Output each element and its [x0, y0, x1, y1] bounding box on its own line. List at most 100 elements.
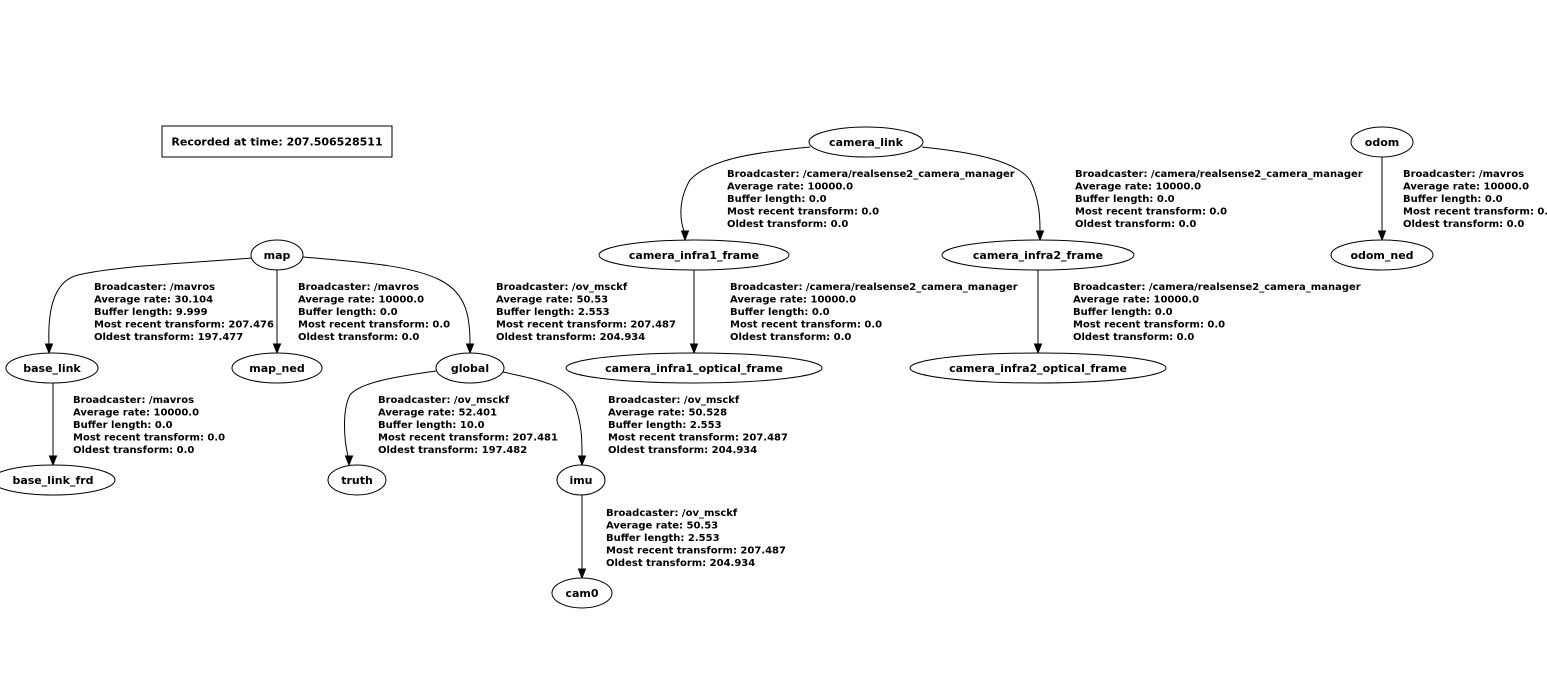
edge-line — [48, 257, 252, 345]
frame-node-label: map — [264, 249, 291, 262]
frame-node-map-ned[interactable]: map_ned — [231, 352, 323, 384]
frame-node-cam0[interactable]: cam0 — [551, 577, 613, 609]
arrowhead — [577, 455, 587, 467]
edge-label-line: Buffer length: 0.0 — [1073, 307, 1173, 318]
frame-node-label: camera_link — [829, 136, 904, 149]
edge-label-line: Buffer length: 2.553 — [496, 307, 610, 318]
nodes-layer: map base_link map_ned global base_link_frd tr… — [0, 126, 1434, 609]
frame-node-base-link-frd[interactable]: base_link_frd — [0, 464, 116, 496]
edge-label-line: Buffer length: 2.553 — [606, 533, 720, 544]
edge-label-line: Buffer length: 0.0 — [1075, 194, 1175, 205]
arrowhead — [680, 230, 690, 242]
frame-node-camera-infra2-optical-frame[interactable]: camera_infra2_optical_frame — [909, 352, 1167, 384]
edge-label-line: Broadcaster: /camera/realsense2_camera_m… — [730, 282, 1018, 293]
frame-node-label: camera_infra1_frame — [629, 249, 759, 262]
arrowhead — [48, 455, 58, 467]
edge-label-line: Broadcaster: /camera/realsense2_camera_m… — [727, 169, 1015, 180]
frame-node-label: cam0 — [565, 587, 598, 600]
edge-label-line: Most recent transform: 0.0 — [1403, 207, 1547, 218]
frame-node-ellipse — [250, 239, 304, 271]
frame-node-label: odom — [1365, 136, 1399, 149]
edge-label-line: Most recent transform: 207.476 — [94, 320, 274, 331]
edge-label-line: Buffer length: 0.0 — [73, 420, 173, 431]
edge-label-line: Average rate: 10000.0 — [1403, 182, 1529, 193]
recorded-time-box: Recorded at time: 207.506528511 — [161, 125, 393, 158]
frame-node-truth[interactable]: truth — [327, 464, 387, 496]
edge-label-line: Most recent transform: 0.0 — [727, 207, 879, 218]
edge-label-line: Oldest transform: 197.482 — [378, 445, 527, 456]
arrowhead — [1035, 230, 1045, 242]
tf-edge-camera-infra1-frame-to-camera-infra1-optical-frame: Broadcaster: /camera/realsense2_camera_m… — [689, 270, 1018, 355]
frame-node-label: imu — [569, 474, 592, 487]
arrowhead — [1033, 343, 1043, 355]
edge-label-line: Broadcaster: /camera/realsense2_camera_m… — [1073, 282, 1361, 293]
frame-node-ellipse — [808, 126, 924, 158]
edge-label-line: Most recent transform: 207.487 — [608, 433, 788, 444]
edge-label-line: Oldest transform: 197.477 — [94, 332, 243, 343]
edge-label-line: Broadcaster: /ov_msckf — [606, 508, 738, 519]
frame-node-camera-infra1-frame[interactable]: camera_infra1_frame — [598, 239, 790, 271]
arrowhead — [1377, 230, 1387, 242]
edge-label-line: Oldest transform: 204.934 — [606, 558, 755, 569]
edge-label-line: Oldest transform: 0.0 — [727, 219, 848, 230]
frame-node-label: odom_ned — [1350, 249, 1413, 262]
arrowhead — [577, 568, 587, 580]
edge-label-line: Buffer length: 0.0 — [727, 194, 827, 205]
frame-node-camera-infra1-optical-frame[interactable]: camera_infra1_optical_frame — [565, 352, 823, 384]
frame-node-label: base_link — [23, 362, 81, 375]
edge-label-line: Average rate: 10000.0 — [1075, 182, 1201, 193]
frame-node-map[interactable]: map — [250, 239, 304, 271]
edge-label: Broadcaster: /camera/realsense2_camera_m… — [730, 282, 1018, 343]
edge-label-line: Buffer length: 10.0 — [378, 420, 485, 431]
frame-node-camera-link[interactable]: camera_link — [808, 126, 924, 158]
frame-node-ellipse — [1350, 126, 1414, 158]
edge-label-line: Broadcaster: /mavros — [94, 282, 215, 293]
frame-node-base-link[interactable]: base_link — [5, 352, 99, 384]
edge-label-line: Oldest transform: 0.0 — [1073, 332, 1194, 343]
edge-label-line: Average rate: 50.53 — [496, 295, 608, 306]
frame-node-imu[interactable]: imu — [556, 464, 606, 496]
edge-label-line: Oldest transform: 0.0 — [298, 332, 419, 343]
edge-line — [344, 370, 437, 457]
arrowhead — [272, 343, 282, 355]
frame-node-ellipse — [231, 352, 323, 384]
arrowhead — [44, 343, 54, 355]
frame-node-camera-infra2-frame[interactable]: camera_infra2_frame — [941, 239, 1135, 271]
edge-label-line: Oldest transform: 204.934 — [608, 445, 757, 456]
frame-node-label: map_ned — [249, 362, 304, 375]
edge-label-line: Most recent transform: 0.0 — [298, 320, 450, 331]
edge-label: Broadcaster: /camera/realsense2_camera_m… — [727, 169, 1015, 230]
edge-label-line: Oldest transform: 0.0 — [1403, 219, 1524, 230]
frame-node-ellipse — [5, 352, 99, 384]
frame-node-odom[interactable]: odom — [1350, 126, 1414, 158]
frame-node-ellipse — [909, 352, 1167, 384]
edge-label-line: Broadcaster: /mavros — [298, 282, 419, 293]
edge-label-line: Average rate: 10000.0 — [1073, 295, 1199, 306]
frame-node-odom-ned[interactable]: odom_ned — [1330, 239, 1434, 271]
edge-label-line: Most recent transform: 0.0 — [1075, 207, 1227, 218]
edge-label-line: Oldest transform: 0.0 — [1075, 219, 1196, 230]
frame-node-global[interactable]: global — [435, 352, 505, 384]
edge-label-line: Most recent transform: 0.0 — [73, 433, 225, 444]
edge-label-line: Broadcaster: /camera/realsense2_camera_m… — [1075, 169, 1363, 180]
edge-label-line: Buffer length: 0.0 — [298, 307, 398, 318]
edge-label-line: Oldest transform: 204.934 — [496, 332, 645, 343]
frame-node-label: camera_infra1_optical_frame — [605, 362, 783, 375]
tf-edge-camera-link-to-camera-infra2-frame: Broadcaster: /camera/realsense2_camera_m… — [921, 146, 1363, 242]
edge-line — [502, 371, 583, 457]
edge-label-line: Average rate: 30.104 — [94, 295, 213, 306]
edge-label-line: Oldest transform: 0.0 — [730, 332, 851, 343]
frame-node-ellipse — [598, 239, 790, 271]
edge-line — [302, 256, 471, 345]
